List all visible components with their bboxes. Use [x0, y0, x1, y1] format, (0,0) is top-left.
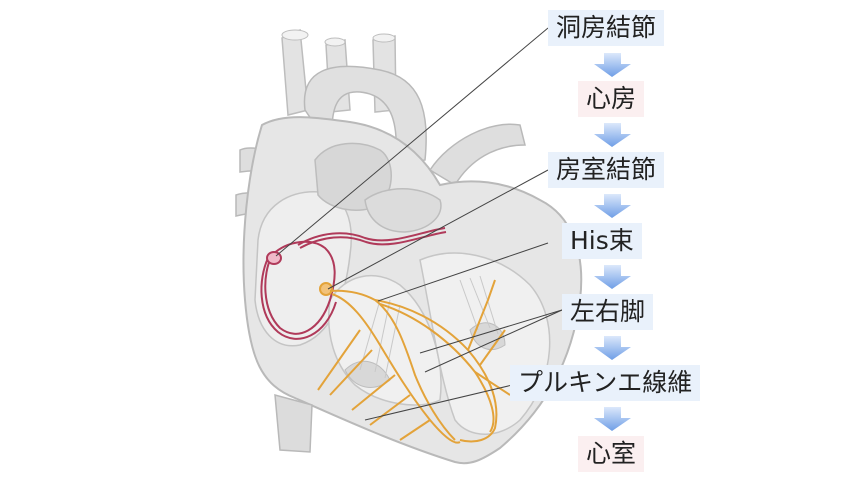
step-atrium: 心房: [578, 81, 645, 117]
step-bundle-branches: 左右脚: [562, 294, 654, 330]
arrow-icon: [594, 407, 631, 431]
arrow-icon: [594, 265, 631, 289]
leader-lines: [275, 27, 563, 421]
step-his-bundle: His束: [562, 223, 642, 259]
conduction-system: [317, 279, 511, 444]
arrow-icon: [594, 123, 631, 147]
step-av-node: 房室結節: [548, 152, 665, 188]
arrow-icon: [594, 336, 631, 360]
step-ventricle: 心室: [578, 436, 645, 472]
step-purkinje-fibers: プルキンエ線維: [510, 365, 701, 401]
arrow-icon: [594, 53, 631, 77]
step-sa-node: 洞房結節: [548, 10, 665, 46]
arrow-icon: [594, 194, 631, 218]
flow-arrows: [594, 53, 631, 431]
